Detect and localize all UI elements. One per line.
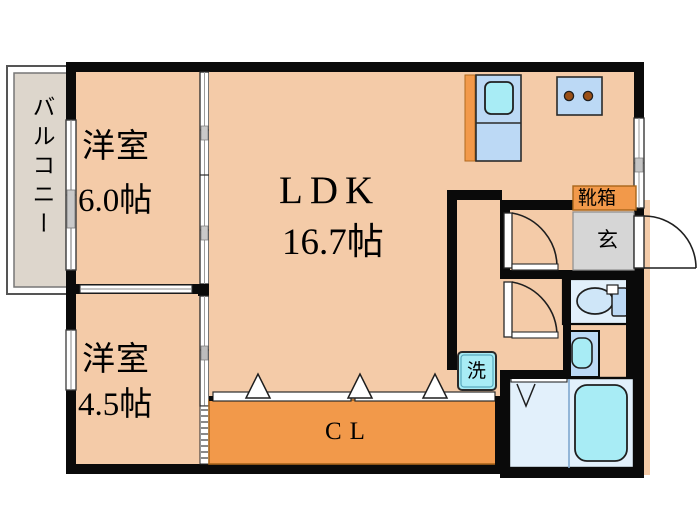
bedroom-top (65, 72, 200, 284)
washer (457, 351, 497, 391)
ldk-window (633, 117, 645, 209)
shoebox (572, 185, 637, 211)
balcony (6, 65, 76, 295)
kitchen-sink (464, 74, 522, 162)
cooktop (556, 76, 603, 116)
entry-door[interactable] (633, 215, 697, 269)
closet-frame (209, 396, 500, 468)
wall-between-bedrooms (76, 284, 200, 294)
closet (208, 372, 500, 465)
corridor-door-upper[interactable] (503, 212, 559, 271)
bathroom-walls (500, 279, 644, 474)
toilet-room (561, 277, 636, 326)
corridor-door-lower[interactable] (503, 281, 559, 339)
bedroom-bottom (65, 296, 200, 464)
bathroom (507, 375, 636, 470)
genkan (572, 211, 635, 271)
